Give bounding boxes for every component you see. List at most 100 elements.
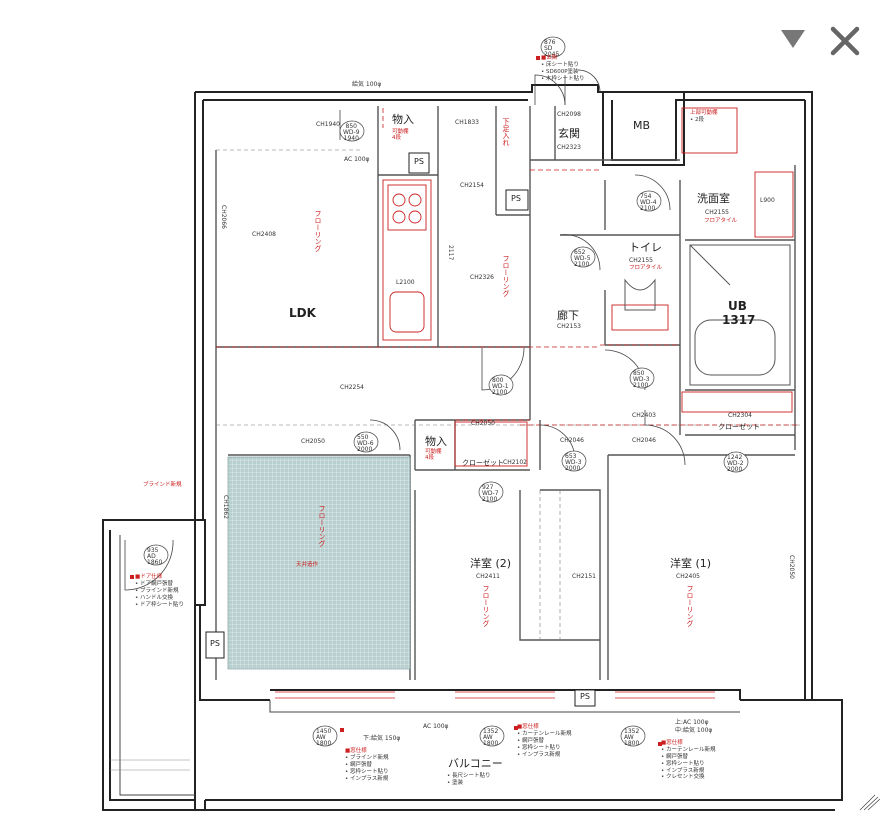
flooring-w1: フローリング (686, 585, 694, 627)
ch-14: CH2411 (476, 573, 500, 580)
note-balcony-left-head: ■窓仕様 (345, 748, 367, 754)
wall-height: CH2066 (220, 205, 227, 229)
ch-5: CH2408 (252, 231, 276, 238)
note-door-ad-0: ドア網戸張替 (135, 581, 184, 588)
dropdown-icon[interactable] (778, 24, 808, 54)
mb-label: MB (633, 119, 651, 132)
note-balcony-mid-head: ■窓仕様 (517, 724, 539, 730)
ch-11: CH2403 (632, 412, 656, 419)
ps-label-4: PS (580, 692, 590, 701)
note-bl-2: 窓枠シート貼り (345, 769, 389, 776)
note-bath-head: 上部可動棚 (690, 110, 718, 116)
tile-floor-area (227, 456, 411, 670)
ps-label-2: PS (511, 194, 521, 203)
ch-8: CH2050 (301, 438, 325, 445)
note-br-3: インプラス新規 (661, 768, 716, 775)
note-br-0: カーテンレール新規 (661, 747, 716, 754)
note-b-1: 塗装 (447, 780, 491, 787)
ub-label: UB (728, 299, 747, 313)
ch-16: CH2405 (676, 573, 700, 580)
note-br-2: 窓枠シート貼り (661, 761, 716, 768)
note-entrance-1: SD600P塗装 (541, 69, 585, 76)
flooring-w2: フローリング (482, 585, 490, 627)
close-icon[interactable] (828, 24, 862, 58)
kitchen-length: L2100 (396, 279, 415, 286)
note-bm-2: 窓枠シート貼り (517, 745, 572, 752)
note-door-ad-1: ブラインド新規 (135, 588, 184, 595)
ch-0: CH1940 (316, 121, 340, 128)
note-bath-0: 2段 (690, 117, 718, 124)
note-b-0: 長尺シート貼り (447, 773, 491, 780)
western2-label: 洋室 (2) (470, 557, 512, 570)
note-balcony-right: ■窓仕様 カーテンレール新規網戸張替窓枠シート貼りインプラス新規クレセント交換 (661, 740, 716, 781)
ceiling-note: 天井造作 (296, 562, 319, 568)
ch-7: CH2254 (340, 384, 364, 391)
flooring-tile: フローリング (318, 505, 326, 547)
ch-15: CH2151 (572, 573, 596, 580)
washroom-ch: CH2155 (705, 209, 729, 216)
closet2-label: クローゼット (718, 423, 760, 431)
washroom-floor: フロアタイル (704, 218, 738, 224)
corridor-label: 廊下 (557, 309, 579, 322)
closet1-label: クローゼット (462, 459, 504, 467)
note-bath: 上部可動棚 2段 (690, 110, 718, 124)
storage2-sub: 可動棚 4段 (425, 449, 442, 461)
kitchen-height: 2117 (447, 245, 454, 261)
balcony-label: バルコニー (448, 757, 503, 770)
note-bm-3: インプラス新規 (517, 752, 572, 759)
ps-label-1: PS (414, 157, 424, 166)
ch-19: CH2050 (788, 555, 795, 579)
note-bm-1: 網戸張替 (517, 738, 572, 745)
toilet-ch: CH2155 (629, 257, 653, 264)
note-balcony-mid: ■窓仕様 カーテンレール新規網戸張替窓枠シート貼りインプラス新規 (517, 724, 572, 758)
vent-label: 給気 100φ (352, 81, 382, 88)
ac-top-label: 上:AC 100φ (675, 719, 709, 726)
ps-label-3: PS (210, 639, 220, 648)
ch-17: CH2050 (471, 420, 495, 427)
note-door-ad-head: ■ドア仕様 (135, 574, 163, 580)
note-door-ad-3: ドア枠シート貼り (135, 602, 184, 609)
storage1-sub: 可動棚 4段 (392, 129, 409, 141)
ch-10: CH2046 (632, 437, 656, 444)
ch-6: CH2326 (470, 274, 494, 281)
ac-label-1: AC 100φ (344, 156, 370, 163)
note-bl-0: ブラインド新規 (345, 755, 389, 762)
western1-label: 洋室 (1) (670, 557, 712, 570)
blind-label: ブラインド新規 (143, 482, 182, 488)
note-door-ad: ■ドア仕様 ドア網戸張替ブラインド新規ハンドル交換ドア枠シート貼り (135, 574, 184, 608)
note-bl-3: インプラス新規 (345, 776, 389, 783)
ch-2: CH2098 (557, 111, 581, 118)
storage1-label: 物入 (392, 113, 414, 126)
note-entrance: ■玄関 床シート貼りSD600P塗装木枠シート貼り (541, 55, 585, 83)
note-balcony-right-head: ■窓仕様 (661, 740, 683, 746)
corridor-ch: CH2153 (557, 323, 581, 330)
ch-13: CH2102 (503, 459, 527, 466)
ac-bot-label: 下:給気 150φ (363, 735, 401, 742)
washroom-label: 洗面室 (697, 192, 730, 205)
ac-label-2: AC 100φ (423, 723, 449, 730)
ch-9: CH2046 (560, 437, 584, 444)
note-br-1: 網戸張替 (661, 754, 716, 761)
note-door-ad-2: ハンドル交換 (135, 595, 184, 602)
note-bl-1: 網戸張替 (345, 762, 389, 769)
ub-size: 1317 (722, 313, 756, 327)
note-bm-0: カーテンレール新規 (517, 731, 572, 738)
note-balcony-left: ■窓仕様 ブラインド新規網戸張替窓枠シート貼りインプラス新規 (345, 748, 389, 782)
mirror-label: L900 (760, 197, 775, 204)
note-balcony: 長尺シート貼り塗装 (447, 773, 491, 787)
toilet-floor: フロアタイル (629, 265, 663, 271)
note-entrance-head: ■玄関 (541, 55, 558, 61)
ldk-label: LDK (289, 306, 316, 320)
ch-12: CH2304 (728, 412, 752, 419)
ac-mid-label: 中:給気 100φ (675, 727, 713, 734)
